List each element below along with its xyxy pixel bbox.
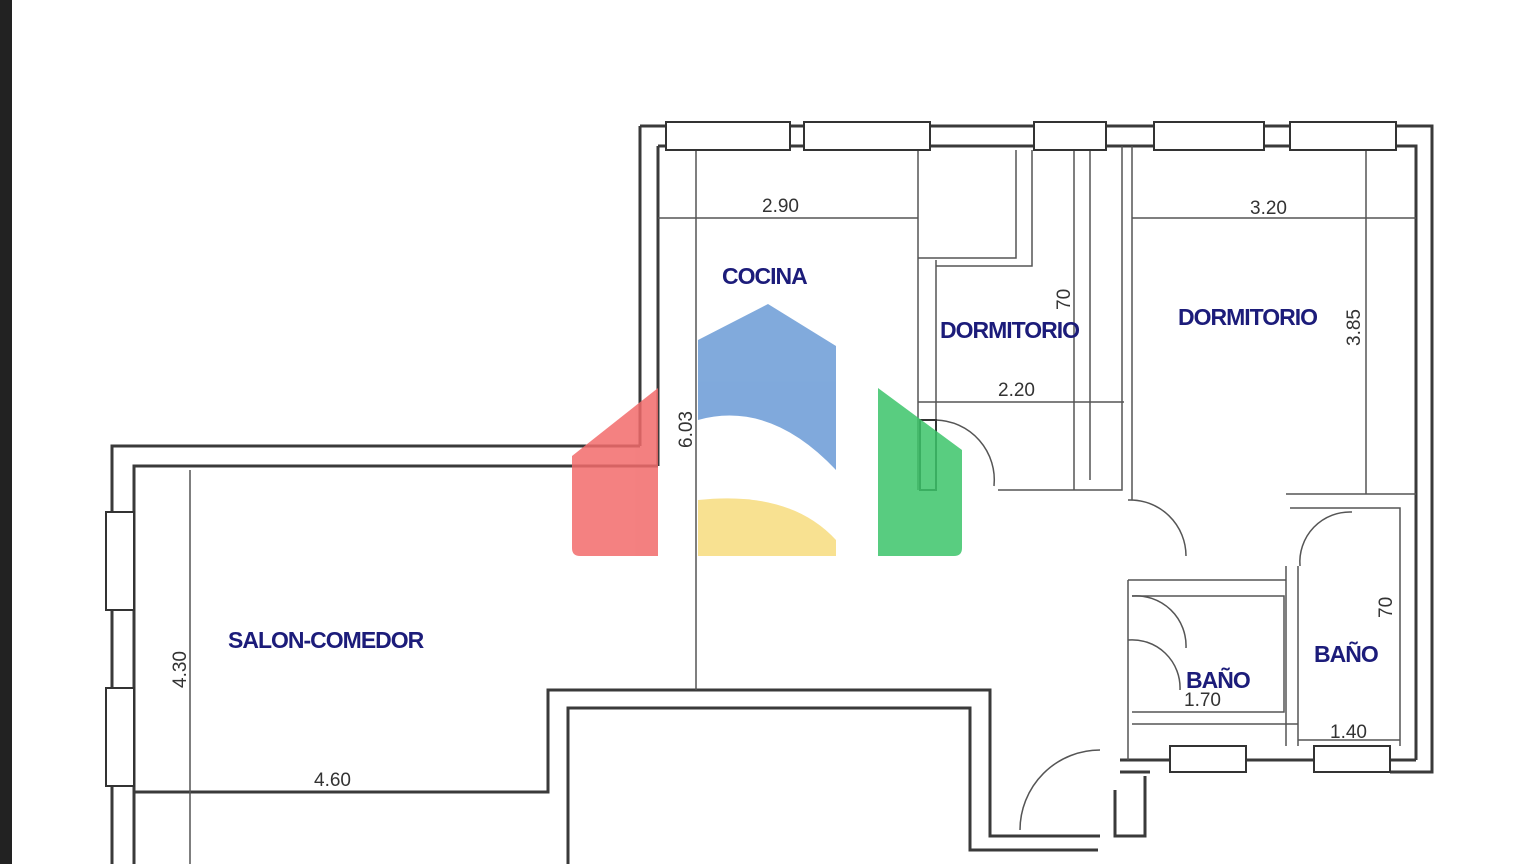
dim-bano1-width: 1.70 [1184,690,1221,711]
room-label-dormitorio-2: DORMITORIO [1178,304,1317,330]
house-logo [572,304,962,556]
room-label-cocina: COCINA [722,263,807,289]
dim-bano2-small: 70 [1376,597,1397,618]
dim-cocina-width: 2.90 [762,196,799,217]
dim-salon-length: 4.30 [170,651,191,688]
dim-dorm2-width: 3.20 [1250,198,1287,219]
dim-bano2-width: 1.40 [1330,722,1367,743]
dim-salon-width: 4.60 [314,770,351,791]
room-label-bano-2: BAÑO [1314,640,1378,667]
room-label-dormitorio-1: DORMITORIO [940,317,1079,343]
dim-dorm2-length: 3.85 [1344,309,1365,346]
dim-dorm1-small: 70 [1054,289,1075,310]
interior-walls [189,146,1416,864]
room-label-bano-1: BAÑO [1186,666,1250,693]
dim-dorm1-width: 2.20 [998,380,1035,401]
room-label-salon: SALON-COMEDOR [228,627,425,653]
dim-cocina-length: 6.03 [676,411,697,448]
left-edge-bar [0,0,12,864]
doors [919,419,1353,831]
windows [105,121,1397,787]
